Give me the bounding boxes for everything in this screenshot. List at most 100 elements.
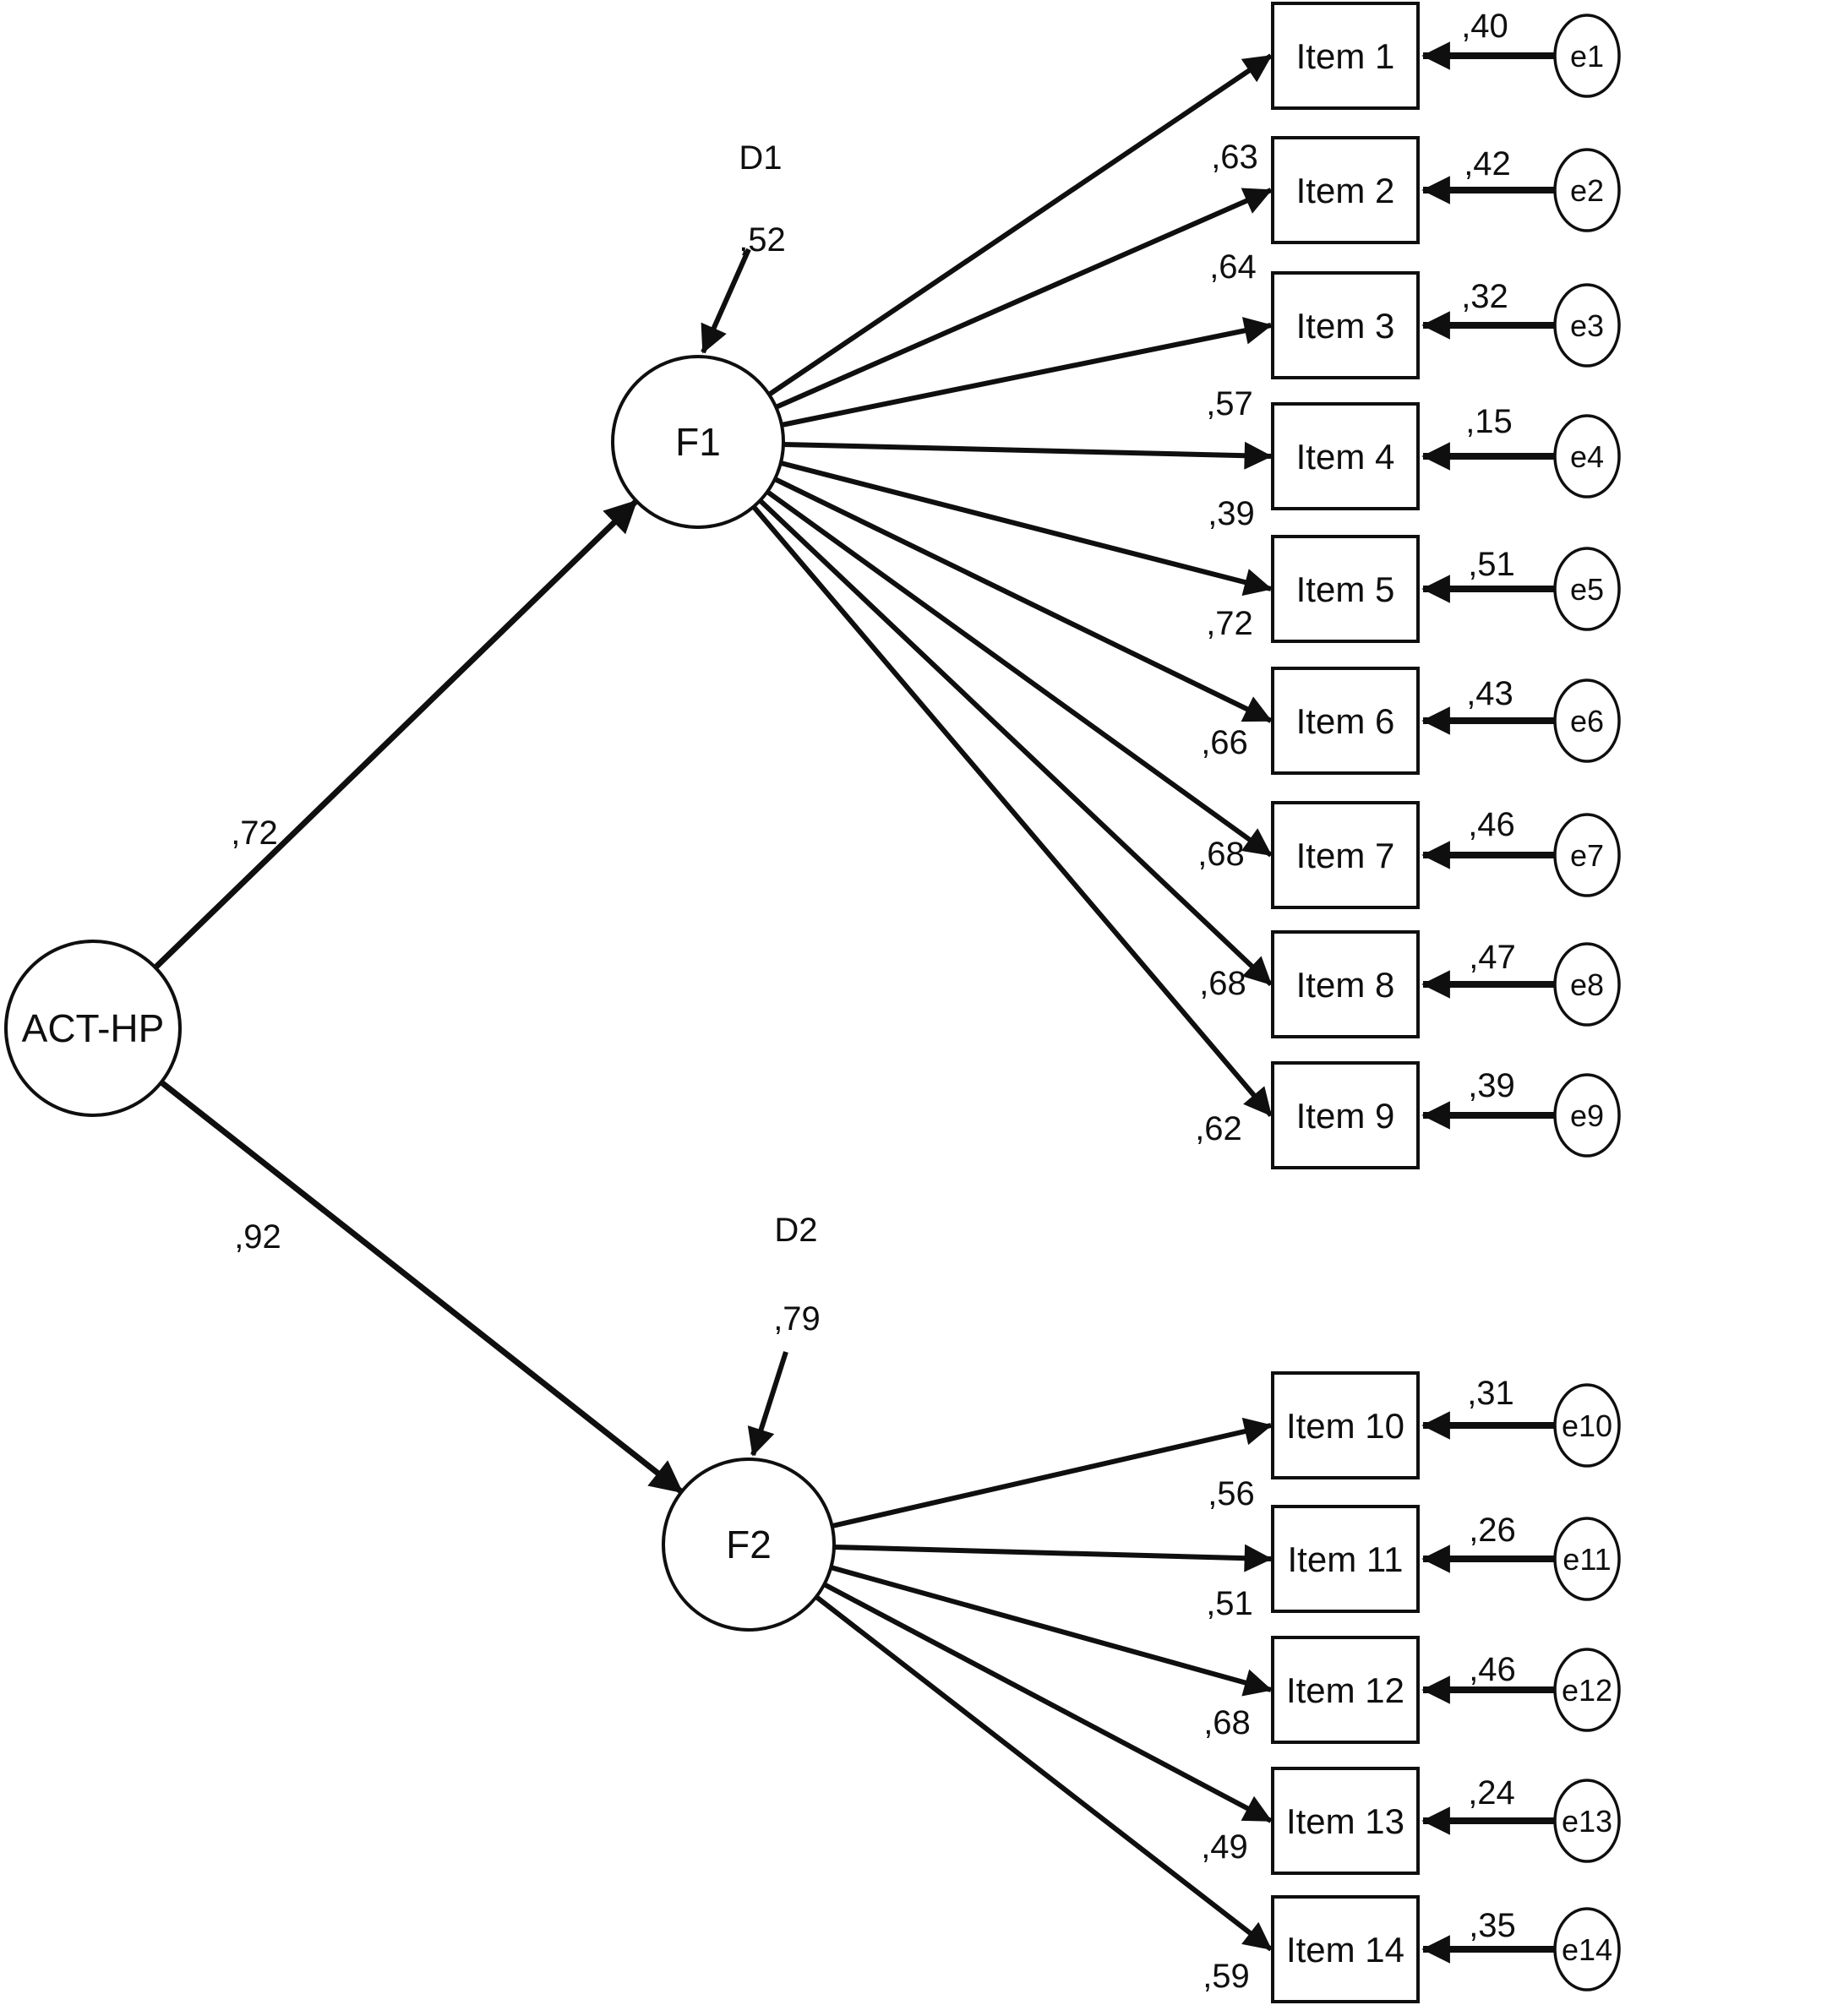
item4-box [1271,402,1420,510]
e11-value: ,26 [1469,1512,1516,1549]
e7-label: e7 [1570,838,1604,873]
indicator-row-item12: Item 12 ,46 e12 [1271,1636,1621,1744]
path-f1-item4 [783,441,1273,470]
item14-label: Item 14 [1286,1930,1404,1970]
item4-label: Item 4 [1296,437,1395,477]
d1-label: D1 [739,139,782,177]
item8-box [1271,930,1420,1038]
e10-circle [1553,1383,1621,1468]
indicator-row-item13: Item 13 ,24 e13 [1271,1767,1621,1875]
item12-label: Item 12 [1286,1670,1404,1710]
path-acthp-to-f1 [153,499,639,970]
e11-circle [1553,1517,1621,1601]
path-f1-item5 [780,460,1273,597]
loading-item8: ,68 [1199,965,1246,1002]
loading-item13: ,49 [1201,1828,1248,1866]
loading-item3: ,57 [1206,385,1253,422]
loading-item10: ,56 [1208,1475,1255,1512]
item11-label: Item 11 [1288,1539,1404,1579]
loading-item12: ,68 [1203,1704,1251,1741]
e3-circle [1553,283,1621,368]
indicator-row-item6: Item 6 ,43 e6 [1271,667,1621,775]
e14-value: ,35 [1469,1907,1516,1944]
e7-circle [1553,813,1621,897]
loading-item9: ,62 [1195,1110,1242,1147]
item6-box [1271,667,1420,775]
f2-circle [662,1458,836,1632]
path-f2-item11 [833,1544,1273,1572]
indicator-row-item1: Item 1 ,40 e1 [1271,2,1621,110]
loading-item1: ,63 [1211,139,1258,176]
path-f1-item7 [766,489,1273,858]
path-f1-item9 [751,505,1274,1117]
item9-label: Item 9 [1296,1096,1395,1136]
acthp-label: ACT-HP [22,1006,165,1050]
e4-value: ,15 [1465,403,1513,440]
item10-box [1271,1371,1420,1479]
item13-label: Item 13 [1286,1801,1404,1841]
path-f1-item1 [767,53,1273,397]
indicator-row-item11: Item 11 ,26 e11 [1271,1505,1621,1613]
loading-item2: ,64 [1209,248,1257,286]
item3-label: Item 3 [1296,306,1395,346]
e3-label: e3 [1570,308,1604,343]
path-f2-item14 [815,1594,1273,1952]
path-f1-item6 [773,477,1273,723]
item12-box [1271,1636,1420,1744]
path-f2-item10 [832,1417,1273,1528]
indicator-row-item4: Item 4 ,15 e4 [1271,402,1621,510]
path-acthp-to-f2 [159,1080,684,1495]
loading-item5: ,72 [1206,605,1253,642]
d2-value: ,79 [773,1300,821,1338]
e2-value: ,42 [1464,145,1511,183]
e13-circle [1553,1779,1621,1863]
e7-value: ,46 [1468,806,1515,843]
e5-circle [1553,547,1621,631]
e4-label: e4 [1570,439,1604,474]
e12-value: ,46 [1469,1651,1516,1688]
e5-value: ,51 [1468,546,1515,583]
item2-label: Item 2 [1296,171,1395,210]
item8-label: Item 8 [1296,965,1395,1005]
indicator-row-item7: Item 7 ,46 e7 [1271,801,1621,909]
item1-label: Item 1 [1296,36,1395,76]
e11-label: e11 [1563,1542,1611,1577]
e8-label: e8 [1570,967,1604,1002]
e8-circle [1553,942,1621,1027]
item3-box [1271,271,1420,379]
e6-circle [1553,678,1621,763]
indicator-row-item10: Item 10 ,31 e10 [1271,1371,1621,1479]
e6-value: ,43 [1466,675,1513,712]
item9-box [1271,1061,1420,1169]
e10-value: ,31 [1467,1375,1514,1412]
item7-box [1271,801,1420,909]
e13-value: ,24 [1468,1774,1515,1812]
item5-label: Item 5 [1296,569,1395,609]
e4-circle [1553,414,1621,499]
loading-item4: ,39 [1208,495,1255,532]
e2-circle [1553,148,1621,232]
e1-circle [1553,14,1621,98]
f1-circle [611,355,785,529]
d2-label: D2 [774,1212,817,1249]
loading-item14: ,59 [1203,1958,1250,1995]
item10-label: Item 10 [1286,1406,1404,1446]
item6-label: Item 6 [1296,701,1395,741]
indicator-row-item2: Item 2 ,42 e2 [1271,136,1621,244]
indicator-row-item5: Item 5 ,51 e5 [1271,535,1621,643]
path-f1-item3 [781,317,1273,428]
indicator-row-item3: Item 3 ,32 e3 [1271,271,1621,379]
path-f2-item13 [822,1582,1273,1823]
item14-box [1271,1895,1420,2003]
e10-label: e10 [1562,1408,1612,1443]
item13-box [1271,1767,1420,1875]
item2-box [1271,136,1420,244]
loading-item6: ,66 [1201,724,1248,761]
e14-circle [1553,1907,1621,1991]
item1-box [1271,2,1420,110]
e5-label: e5 [1570,572,1604,607]
e1-value: ,40 [1461,8,1508,45]
e12-circle [1553,1648,1621,1732]
e2-label: e2 [1570,173,1604,208]
